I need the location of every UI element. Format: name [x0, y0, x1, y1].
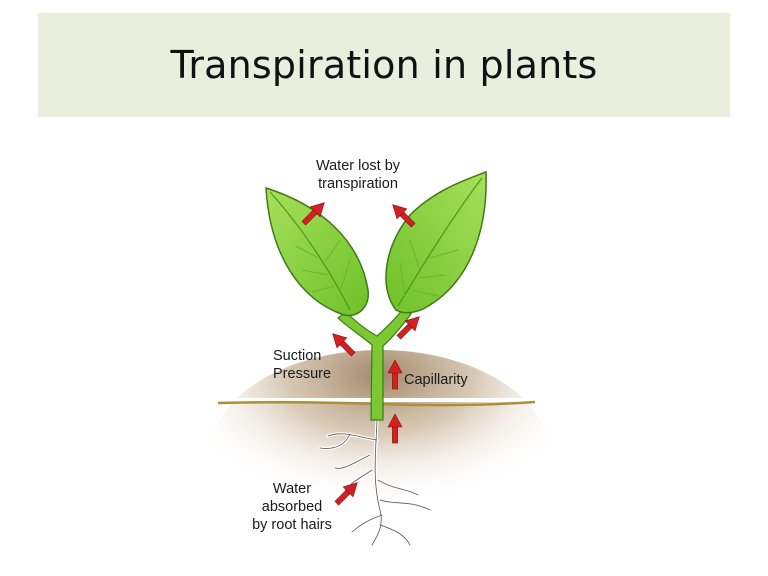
arrow-stem-right	[396, 316, 420, 340]
arrow-underground	[387, 413, 403, 444]
arrow-root-absorption	[334, 482, 358, 506]
label-suction-2: Pressure	[273, 366, 331, 382]
arrow-transpiration-left	[301, 202, 325, 226]
title-bar: Transpiration in plants	[38, 13, 730, 117]
arrows	[301, 202, 420, 506]
label-absorbed-3: by root hairs	[252, 517, 332, 533]
label-absorbed-1: Water	[273, 481, 311, 497]
slide-title: Transpiration in plants	[170, 43, 598, 87]
stem	[337, 307, 412, 421]
label-suction-1: Suction	[273, 348, 321, 364]
label-capillarity: Capillarity	[404, 372, 468, 388]
left-leaf	[265, 186, 369, 317]
label-water-lost-2: transpiration	[318, 176, 398, 192]
arrow-transpiration-right	[392, 204, 416, 228]
labels: Water lost by transpiration Suction Pres…	[252, 158, 468, 533]
label-absorbed-2: absorbed	[262, 499, 322, 515]
label-water-lost-1: Water lost by	[316, 158, 401, 174]
arrow-capillarity	[387, 359, 403, 390]
arrow-suction	[332, 333, 356, 357]
right-leaf	[385, 170, 487, 314]
